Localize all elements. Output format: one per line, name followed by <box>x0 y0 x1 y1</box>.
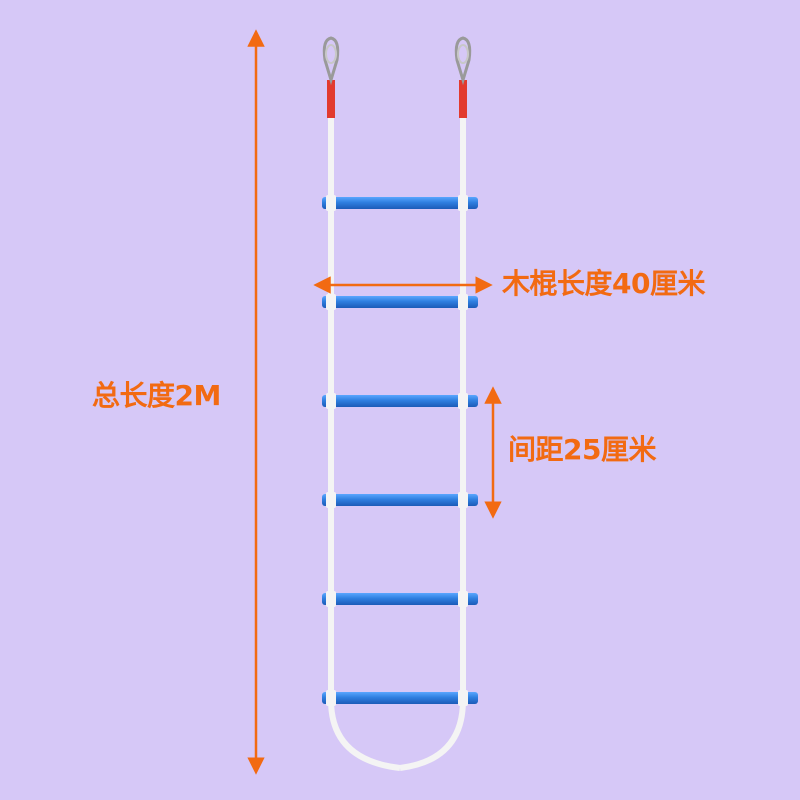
rope-knot <box>326 492 336 508</box>
ladder-rung <box>322 296 478 308</box>
rope-knot <box>458 393 468 409</box>
total-length-label: 总长度2M <box>92 379 221 412</box>
rope-tape-left <box>327 80 335 118</box>
rope-knot <box>458 690 468 706</box>
rope-knot <box>326 195 336 211</box>
ladder-rung <box>322 494 478 506</box>
rope-tape-right <box>459 80 467 118</box>
snap-hook-icon <box>322 36 340 86</box>
rope-right <box>399 118 466 771</box>
ladder-rungs <box>322 195 478 706</box>
rope-knot <box>326 294 336 310</box>
ladder-rung <box>322 593 478 605</box>
ladder-rung <box>322 395 478 407</box>
snap-hook-icon <box>454 36 472 86</box>
rope-knot <box>326 690 336 706</box>
rope-knot <box>458 195 468 211</box>
rope-knot <box>326 591 336 607</box>
rope-knot <box>458 294 468 310</box>
rope-knot <box>458 492 468 508</box>
ladder-rung <box>322 692 478 704</box>
rung-length-label: 木棍长度40厘米 <box>502 267 705 300</box>
rope-knot <box>326 393 336 409</box>
rung-spacing-label: 间距25厘米 <box>508 433 656 466</box>
ladder-rung <box>322 197 478 209</box>
rope-left <box>328 118 401 771</box>
rope-knot <box>458 591 468 607</box>
